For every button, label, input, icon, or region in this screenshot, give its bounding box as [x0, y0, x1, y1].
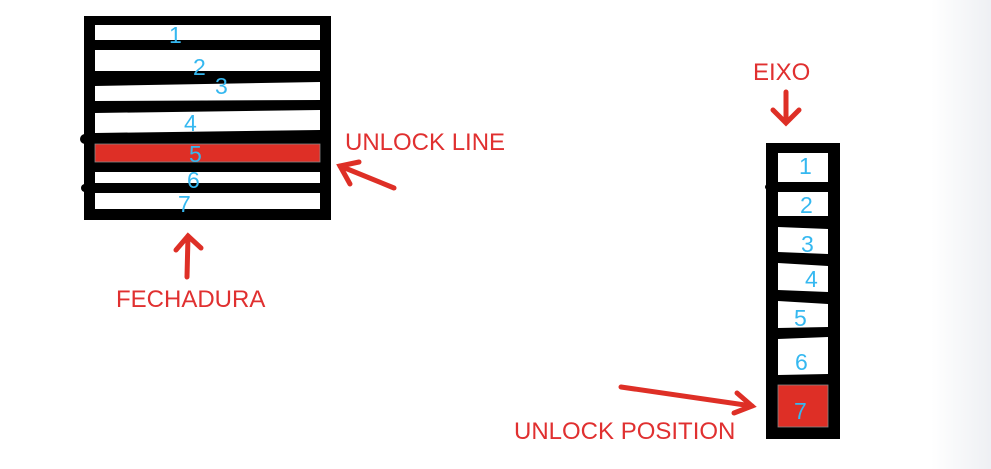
fechadura-pivot-bottom: [81, 184, 89, 192]
unlock-line-arrow: [336, 159, 397, 191]
edge-shadow: [931, 0, 991, 469]
eixo-slot-1: [778, 153, 828, 182]
fechadura-slot-3: [95, 82, 320, 101]
eixo-number: 3: [801, 231, 814, 257]
eixo-number: 1: [799, 153, 812, 179]
fechadura-slot-5-highlight: [94, 143, 321, 163]
eixo-number: 5: [794, 305, 807, 331]
eixo-slot-5: [778, 301, 828, 328]
fechadura-lock: [80, 16, 331, 220]
eixo-label: EIXO: [753, 59, 811, 86]
fechadura-slot-4: [95, 110, 320, 133]
fechadura-label: FECHADURA: [116, 286, 266, 313]
eixo-axis: [765, 143, 840, 439]
eixo-number: 6: [795, 349, 808, 375]
unlock-position-label: UNLOCK POSITION: [514, 418, 736, 445]
fechadura-number: 7: [178, 191, 191, 217]
eixo-number: 2: [800, 192, 813, 218]
eixo-slot-2: [778, 192, 828, 216]
fechadura-pivot-top: [80, 134, 90, 144]
fechadura-number: 5: [189, 141, 202, 167]
fechadura-slot-2: [95, 50, 320, 71]
fechadura-slot-1: [95, 25, 320, 40]
fechadura-number: 2: [193, 54, 206, 80]
fechadura-arrow: [173, 232, 204, 280]
eixo-number: 4: [805, 266, 818, 292]
eixo-pivot: [765, 184, 771, 190]
eixo-number: 7: [794, 398, 807, 424]
eixo-arrow: [770, 89, 802, 127]
fechadura-number: 1: [169, 22, 182, 48]
fechadura-slot-6: [95, 172, 320, 183]
eixo-slot-3: [778, 227, 828, 254]
fechadura-number: 6: [187, 167, 200, 193]
fechadura-slot-7: [95, 193, 320, 209]
eixo-slot-7-highlight: [777, 384, 829, 428]
unlock-line-label: UNLOCK LINE: [345, 129, 506, 156]
eixo-slot-4: [778, 263, 828, 292]
fechadura-number: 3: [215, 73, 228, 99]
eixo-slot-6: [778, 337, 828, 375]
fechadura-number: 4: [184, 110, 197, 136]
unlock-position-arrow: [618, 384, 757, 416]
